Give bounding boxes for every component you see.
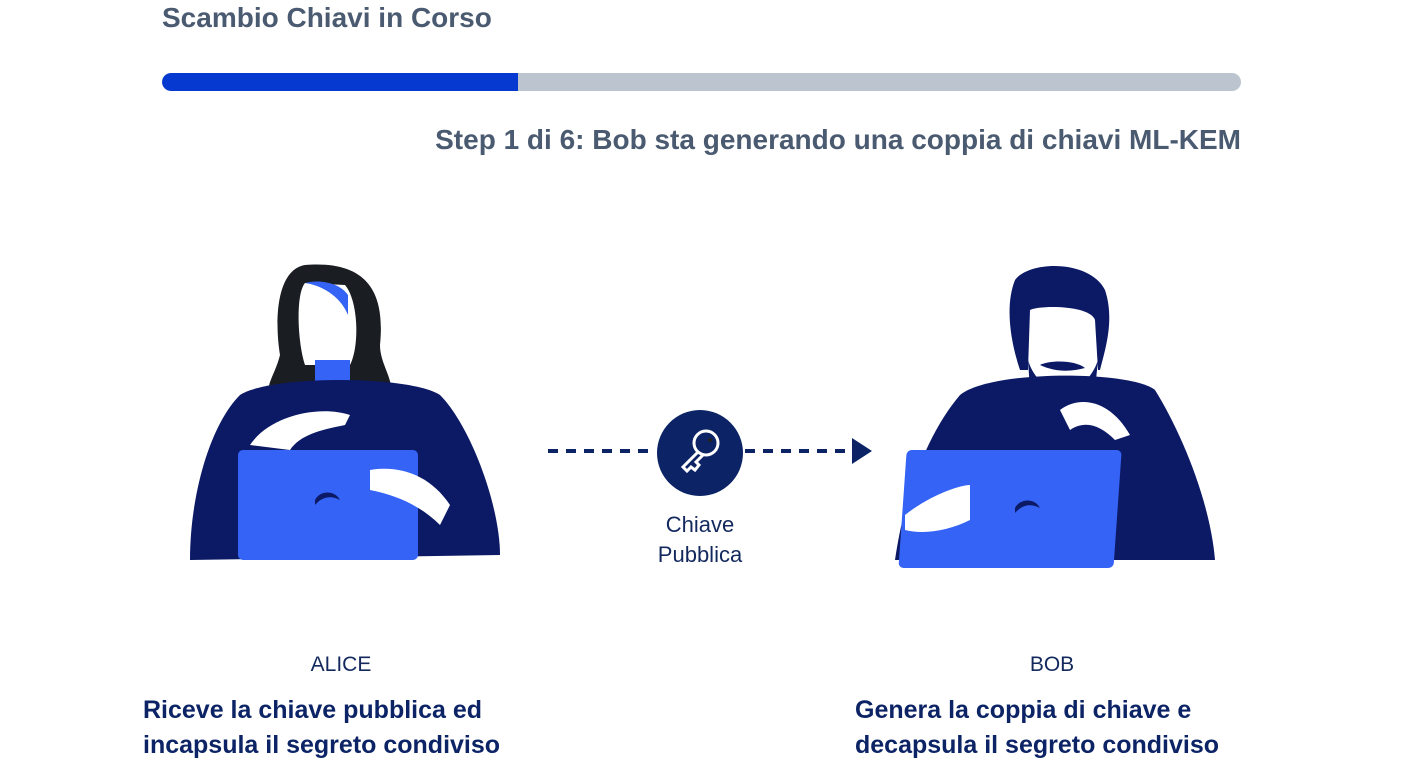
step-text: Step 1 di 6: Bob sta generando una coppi…: [435, 124, 1241, 155]
key-icon: [680, 429, 720, 474]
alice-description: Riceve la chiave pubblica ed incapsula i…: [143, 693, 500, 763]
bob-desc-line2: decapsula il segreto condiviso: [855, 731, 1220, 759]
alice-illustration: [190, 264, 500, 560]
public-key-transfer: [548, 410, 872, 496]
arrow-head: [852, 438, 872, 464]
progress-fill: [162, 73, 519, 91]
page-title: Scambio Chiavi in Corso: [162, 2, 492, 33]
bob-name: BOB: [1029, 653, 1075, 676]
alice-desc-line2: incapsula il segreto condiviso: [143, 731, 501, 759]
public-key-label: Chiave Pubblica: [600, 510, 800, 570]
bob-desc-line1: Genera la coppia di chiave e: [855, 696, 1192, 724]
bob-description: Genera la coppia di chiave e decapsula i…: [855, 693, 1219, 763]
progress-bar: [162, 73, 1241, 91]
alice-name: ALICE: [310, 653, 372, 676]
bob-illustration: [895, 266, 1215, 568]
public-key-label-line2: Pubblica: [657, 542, 743, 567]
public-key-label-line1: Chiave: [665, 512, 735, 537]
alice-desc-line1: Riceve la chiave pubblica ed: [143, 696, 483, 724]
